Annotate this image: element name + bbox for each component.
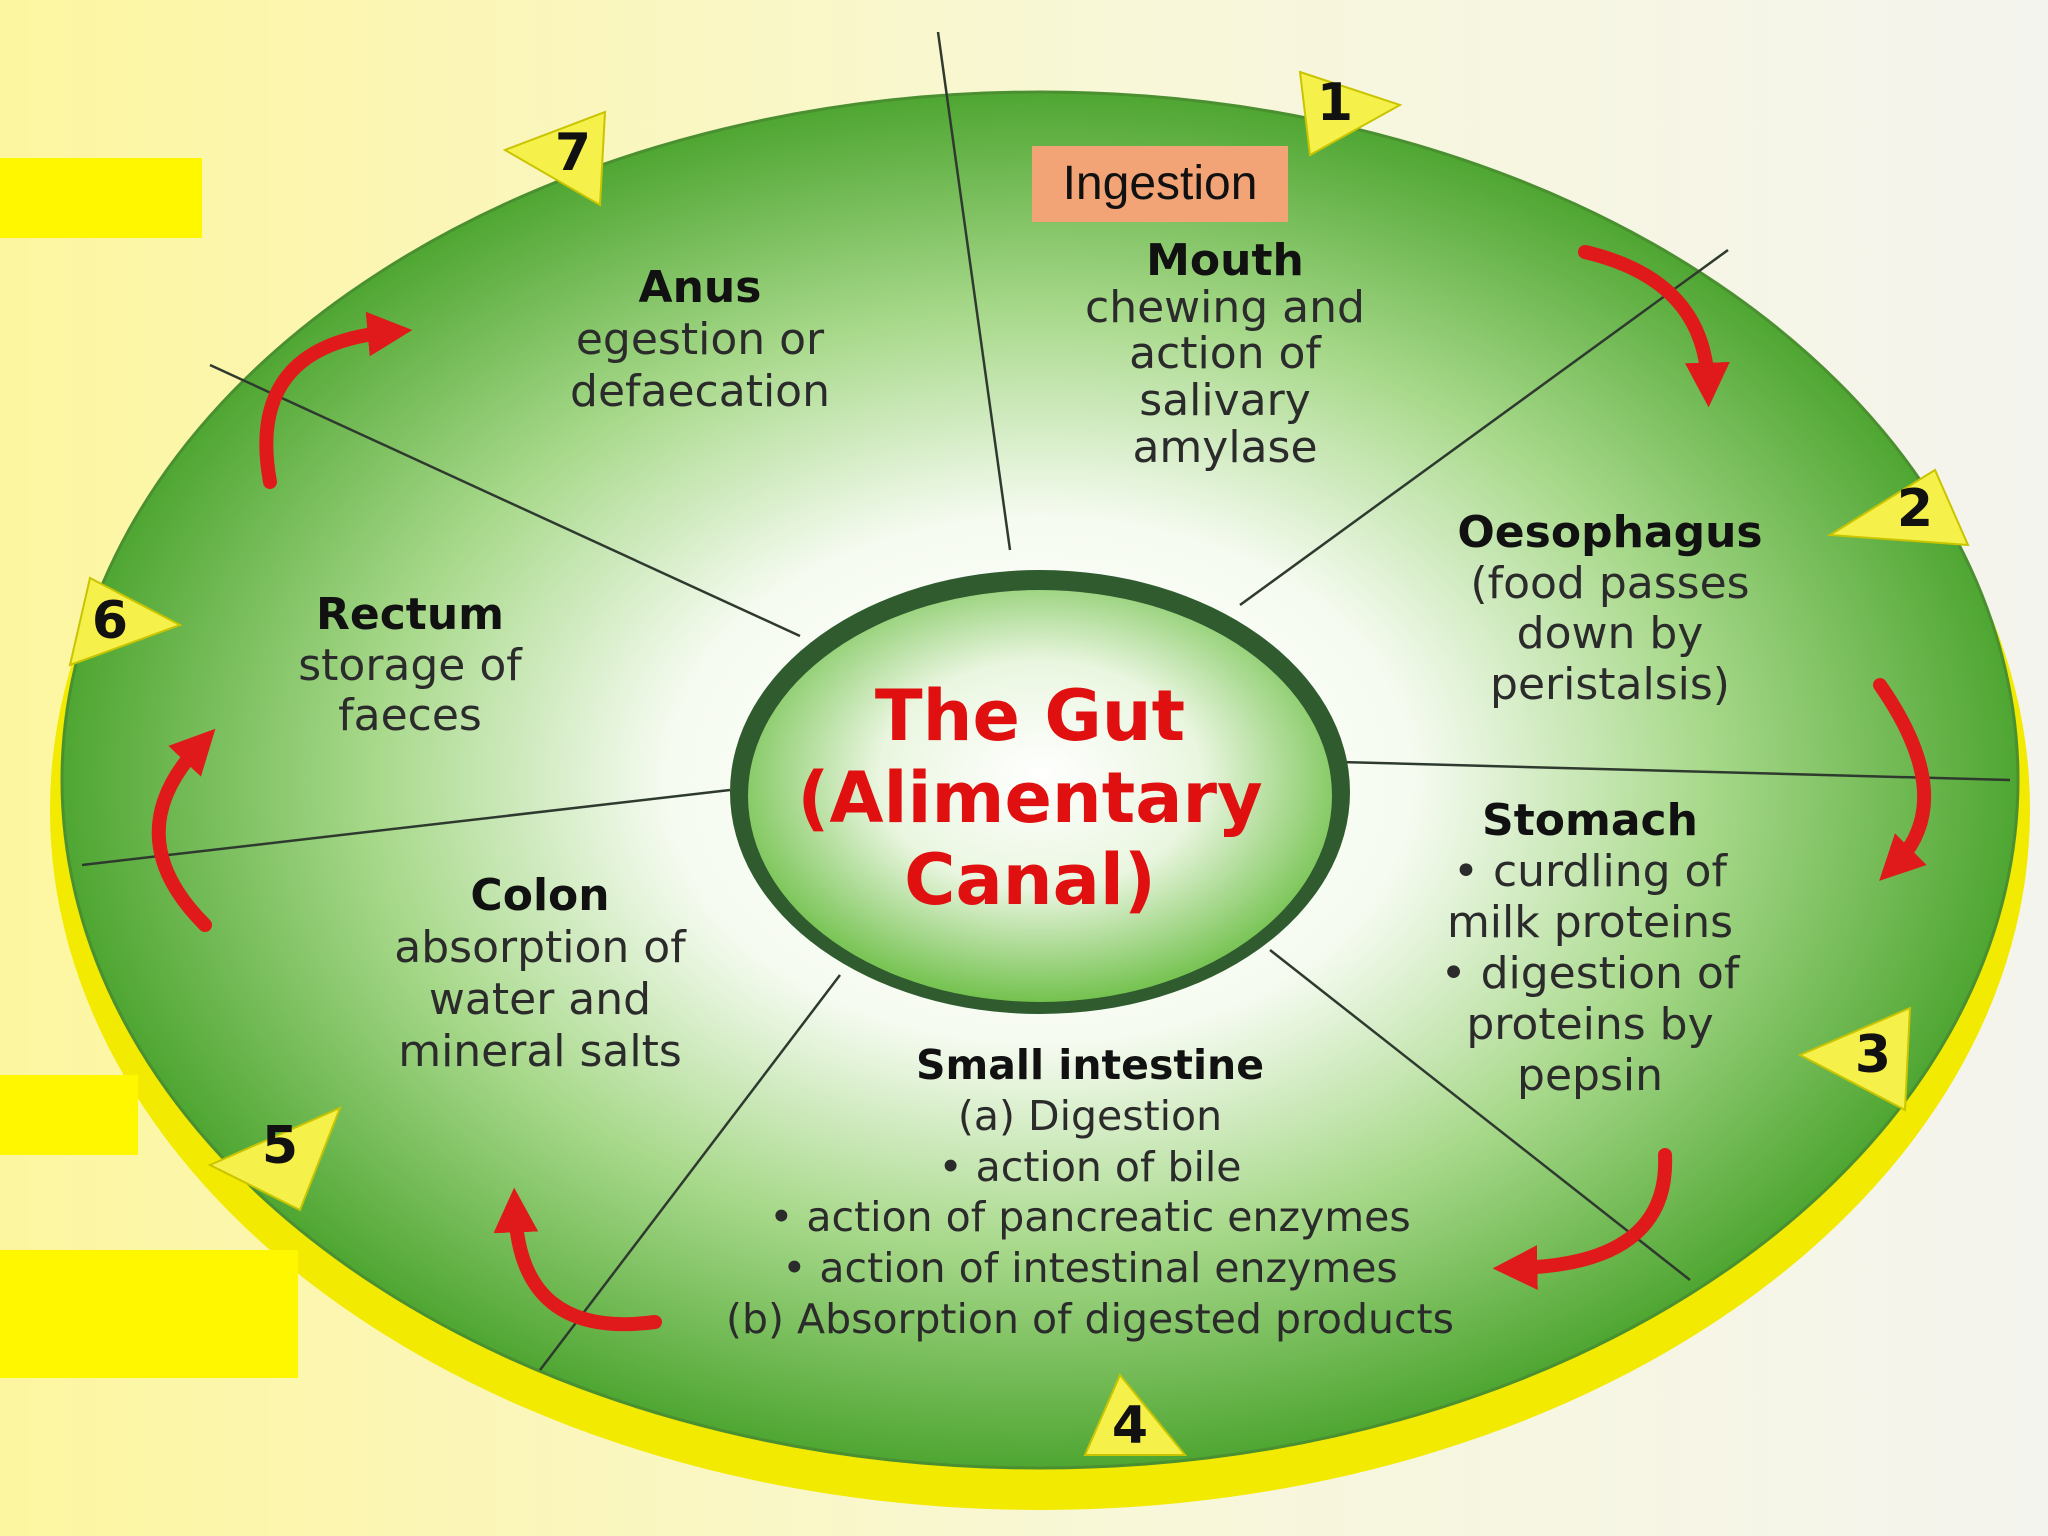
stage-line: mineral salts (398, 1025, 682, 1077)
ingestion-tag: Ingestion (1032, 146, 1288, 222)
stage-title: Rectum (315, 589, 504, 640)
stage-line: proteins by (1466, 999, 1714, 1051)
stage-colon: Colon absorption of water and mineral sa… (350, 870, 730, 1078)
stage-line: • action of bile (938, 1142, 1242, 1191)
stage-line: chewing and (1085, 281, 1365, 333)
stage-line: salivary (1139, 374, 1311, 426)
stage-rectum: Rectum storage of faeces (250, 589, 570, 742)
highlight-block (0, 1075, 138, 1155)
stage-line: peristalsis) (1490, 658, 1730, 710)
stage-title: Mouth (1146, 235, 1304, 286)
stage-line: defaecation (570, 365, 830, 417)
center-title: The Gut (Alimentary Canal) (760, 675, 1300, 922)
wheel-spokes (81, 31, 2011, 1371)
stage-line: pepsin (1517, 1050, 1663, 1102)
stage-line: • digestion of (1440, 948, 1740, 1000)
stage-line: egestion or (575, 313, 825, 365)
stage-number: 2 (1896, 479, 1934, 539)
stage-line: down by (1516, 608, 1704, 660)
stage-title: Colon (470, 870, 610, 921)
stage-stomach: Stomach • curdling of milk proteins • di… (1410, 795, 1770, 1101)
stage-line: amylase (1132, 421, 1318, 473)
stage-line: water and (428, 973, 652, 1025)
center-disc (748, 590, 1332, 1002)
stage-oesophagus: Oesophagus (food passes down by peristal… (1430, 507, 1790, 710)
stage-line: • curdling of (1453, 846, 1727, 898)
stage-number: 4 (1111, 1396, 1149, 1456)
highlight-block (0, 1250, 298, 1378)
highlight-block (0, 158, 202, 238)
stage-line: faeces (338, 690, 482, 742)
center-title-line: (Alimentary (797, 756, 1263, 839)
stage-small-intestine: Small intestine (a) Digestion • action o… (630, 1040, 1550, 1345)
center-title-line: The Gut (874, 675, 1186, 757)
stage-mouth: Mouth chewing and action of salivary amy… (1040, 235, 1410, 473)
stage-line: absorption of (394, 921, 686, 973)
stage-line: storage of (298, 639, 522, 691)
stage-number: 1 (1316, 73, 1354, 133)
stage-line: • action of pancreatic enzymes (769, 1193, 1411, 1242)
stage-line: action of (1129, 328, 1321, 380)
stage-line: (a) Digestion (957, 1091, 1223, 1140)
stage-line: • action of intestinal enzymes (782, 1244, 1398, 1293)
stage-line: milk proteins (1446, 897, 1734, 949)
stage-title: Stomach (1482, 795, 1698, 846)
stage-number: 3 (1854, 1025, 1892, 1085)
stage-title: Oesophagus (1457, 507, 1763, 558)
stage-number: 5 (261, 1116, 299, 1176)
stage-line: (food passes (1470, 557, 1750, 609)
flow-arrows (151, 245, 1932, 1332)
stage-number: 6 (91, 591, 129, 651)
stage-title: Anus (638, 262, 762, 313)
center-title-line: Canal) (904, 838, 1156, 921)
stage-anus: Anus egestion or defaecation (520, 262, 880, 418)
stage-title: Small intestine (916, 1041, 1264, 1089)
number-markers (68, 70, 1970, 1456)
stage-line: (b) Absorption of digested products (725, 1295, 1454, 1344)
stage-number: 7 (554, 123, 592, 183)
